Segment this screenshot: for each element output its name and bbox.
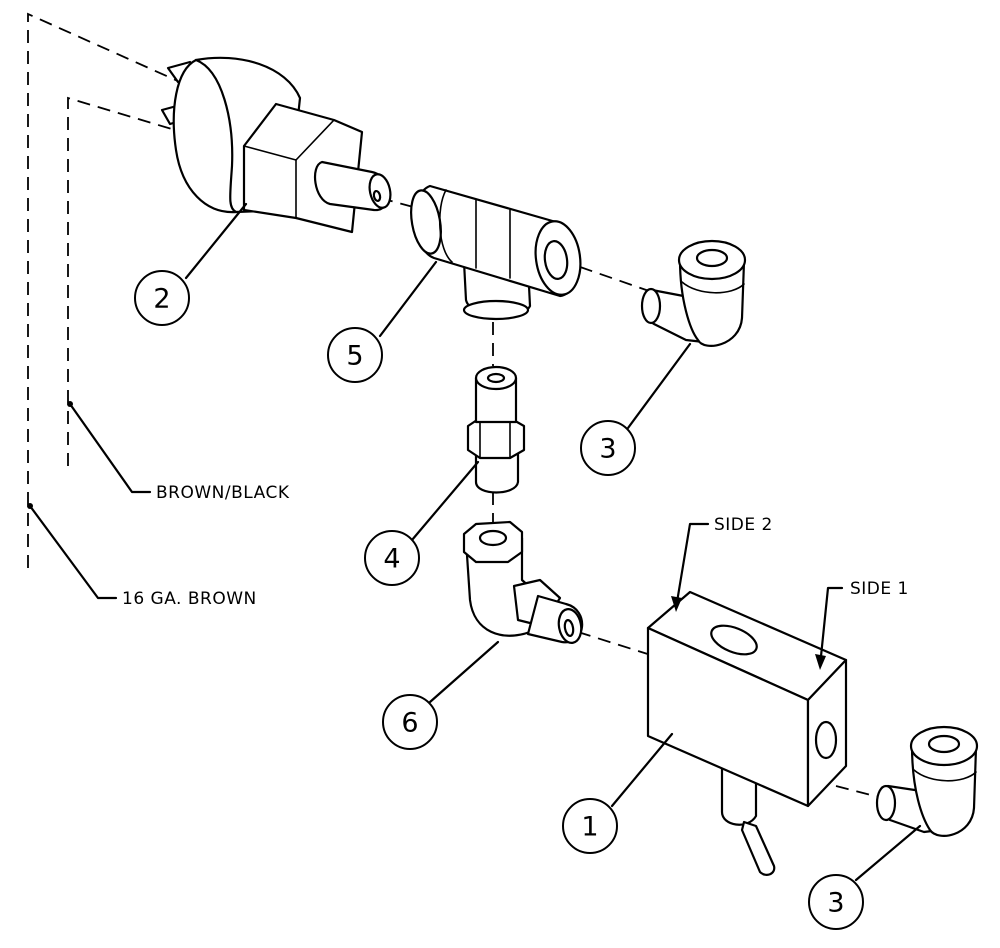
leader-16ga-brown (28, 504, 118, 600)
part-5-tee-fitting (410, 184, 582, 321)
balloon-6-number: 6 (401, 708, 418, 739)
balloon-6: 6 (382, 694, 438, 750)
elbow6-hex-top (462, 520, 524, 564)
leader-5 (378, 260, 438, 338)
balloon-2: 2 (134, 270, 190, 326)
part-2-pressure-switch (160, 56, 392, 234)
balloon-5: 5 (327, 327, 383, 383)
part-6-street-elbow (462, 520, 584, 644)
elbow-arm-face (640, 287, 662, 325)
balloon-5-number: 5 (346, 341, 363, 372)
balloon-4: 4 (364, 530, 420, 586)
switch-body-rim (194, 58, 238, 214)
adapter-hex (466, 416, 526, 460)
wire-brown-black (67, 96, 176, 466)
elbow6-outlet-face (557, 608, 583, 644)
elbow-head-band (913, 769, 977, 782)
leader-16ga-brown-dot (27, 503, 33, 509)
label-side-1: SIDE 1 (850, 579, 909, 599)
part-3-bottom-elbow-fitting (875, 725, 979, 837)
valve-top-port (710, 624, 758, 656)
leader-3-top (626, 342, 692, 430)
balloon-3-bottom: 3 (808, 874, 864, 930)
leader-brown-black-dot (67, 401, 73, 407)
valve-side-port (814, 720, 838, 760)
tee-right-end (534, 220, 582, 296)
adapter-bore (486, 372, 506, 384)
elbow-head-top (909, 725, 979, 767)
centerline-5-to-3 (559, 259, 653, 293)
part-4-adapter (466, 365, 526, 494)
label-brown-black: BROWN/BLACK (156, 483, 290, 503)
leader-3-bottom (854, 824, 922, 882)
elbow6-outlet-bore (563, 618, 575, 638)
elbow-arm-face (875, 784, 897, 822)
balloon-3-top: 3 (580, 420, 636, 476)
arrow-side-1 (815, 654, 826, 670)
elbow-head-band (681, 281, 745, 294)
balloon-1-number: 1 (581, 812, 598, 843)
leader-brown-black (68, 402, 152, 494)
adapter-top (474, 365, 518, 391)
leader-4 (410, 460, 480, 542)
leader-6 (428, 640, 500, 704)
part-1-valve-block (646, 590, 848, 876)
adapter-hex-edges (479, 417, 511, 459)
switch-port-hole (372, 189, 382, 203)
elbow-head-bore (927, 734, 961, 754)
leader-2 (184, 202, 248, 280)
centerline-6-to-1 (577, 631, 655, 657)
elbow-head-top (677, 239, 747, 281)
arrow-side-2 (671, 596, 682, 612)
tee-stem-ring (462, 299, 530, 321)
balloon-3-top-number: 3 (599, 434, 616, 465)
leader-side-2 (674, 522, 710, 610)
elbow-head-bore (695, 248, 729, 268)
elbow-head (910, 744, 978, 837)
elbow-head (678, 258, 746, 347)
tee-hex-line (475, 199, 511, 279)
wire-16ga-brown (27, 12, 181, 568)
valve-toggle (740, 820, 776, 876)
leader-side-1 (818, 586, 844, 668)
tee-body-line (438, 189, 453, 263)
leader-lines (27, 202, 922, 882)
elbow6-hex-bore (478, 529, 508, 547)
tee-right-bore (543, 240, 569, 280)
label-16ga-brown: 16 GA. BROWN (122, 589, 257, 609)
balloon-3-bottom-number: 3 (827, 888, 844, 919)
leader-1 (610, 732, 674, 808)
label-side-2: SIDE 2 (714, 515, 773, 535)
balloon-4-number: 4 (383, 544, 400, 575)
balloon-1: 1 (562, 798, 618, 854)
balloon-2-number: 2 (153, 284, 170, 315)
part-3-top-elbow-fitting (640, 239, 747, 347)
